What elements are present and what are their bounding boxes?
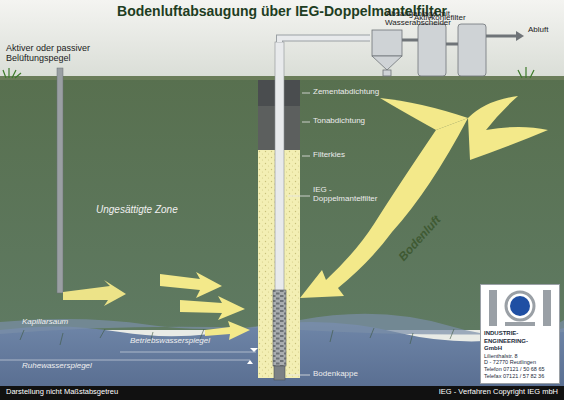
- company-logo-panel: INDUSTRIE- ENGINEERING- GmbHLilienthalst…: [480, 284, 560, 384]
- part-label: Aktiver oder passiver Belüftungspegel: [6, 44, 106, 64]
- title: Bodenluftabsaugung über IEG-Doppelmantel…: [0, 4, 564, 19]
- part-label: Filterkies: [313, 151, 345, 160]
- part-label: Tonabdichtung: [313, 117, 365, 126]
- company-name: INDUSTRIE- ENGINEERING- GmbH: [484, 330, 544, 353]
- part-label: IEG - Doppelmantelfilter: [313, 186, 393, 204]
- part-label: Bodenkappe: [313, 370, 358, 379]
- address-line: Lilienthalstr. 8: [484, 353, 556, 360]
- footer-note: Darstellung nicht Maßstabsgetreu: [6, 388, 118, 396]
- address-line: Telefon 07121 / 50 68 65: [484, 366, 556, 373]
- part-label: Ruhewasserspiegel: [22, 362, 92, 371]
- part-label: Zementabdichtung: [313, 88, 379, 97]
- footer-note: IEG - Verfahren Copyright IEG mbH: [439, 388, 558, 396]
- part-label: Abluft: [528, 26, 548, 35]
- logo-mark: [485, 288, 555, 328]
- part-label: Ungesättigte Zone: [96, 204, 178, 215]
- part-label: Kapillarsaum: [22, 318, 68, 327]
- part-label: Aktivkohlefilter: [414, 14, 466, 23]
- part-label: Betriebswasserspiegel: [130, 337, 210, 346]
- address-line: Telefax 07121 / 57 82 36: [484, 373, 556, 380]
- address-line: D - 72770 Reutlingen: [484, 359, 556, 366]
